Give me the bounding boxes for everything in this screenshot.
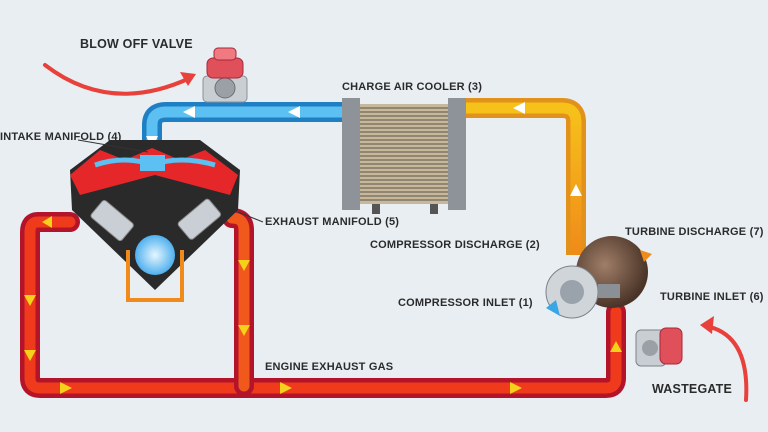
flow-arrow-icon (42, 216, 52, 228)
flow-arrow-icon (280, 382, 292, 394)
flow-arrow-icon (238, 325, 250, 336)
label-blow-off-valve: BLOW OFF VALVE (80, 37, 193, 51)
label-exhaust-manifold: EXHAUST MANIFOLD (5) (265, 216, 400, 228)
flow-arrow-icon (610, 341, 622, 352)
label-engine-exhaust-gas: ENGINE EXHAUST GAS (265, 361, 394, 373)
flow-arrow-icon (510, 382, 522, 394)
flow-arrow-icon (570, 184, 582, 196)
blow-off-pointer-arrow (43, 63, 192, 96)
flow-arrow-icon (24, 350, 36, 361)
flow-arrow-icon (60, 382, 72, 394)
pointer-arrows (43, 63, 749, 402)
exhaust-flow-arrows (24, 216, 622, 394)
charge-pipe (455, 98, 586, 255)
arrowhead-icon (180, 72, 196, 86)
leader-line (77, 139, 149, 153)
flow-arrow-icon (183, 106, 195, 118)
wastegate-pointer-arrow (704, 324, 749, 402)
engine-graphic (70, 140, 240, 302)
flow-arrow-icon (24, 295, 36, 306)
label-intake-manifold: INTAKE MANIFOLD (4) (0, 131, 122, 143)
intake-pipe (142, 102, 360, 168)
flow-arrow-icon (513, 102, 525, 114)
charge-air-cooler-graphic (342, 98, 466, 214)
label-charge-air-cooler: CHARGE AIR COOLER (3) (342, 81, 483, 93)
turbocharger-graphic (545, 236, 652, 319)
label-compressor-discharge: COMPRESSOR DISCHARGE (2) (370, 239, 540, 251)
arrowhead-icon (700, 316, 714, 334)
flow-arrow-icon (288, 106, 300, 118)
flow-arrow-icon (238, 260, 250, 271)
label-turbine-inlet: TURBINE INLET (6) (660, 291, 764, 303)
charge-flow-arrows (513, 102, 582, 196)
label-wastegate: WASTEGATE (652, 382, 733, 396)
label-compressor-inlet: COMPRESSOR INLET (1) (398, 297, 533, 309)
wastegate-graphic (635, 327, 683, 367)
leader-line (237, 211, 264, 223)
label-turbine-discharge: TURBINE DISCHARGE (7) (625, 226, 764, 238)
exhaust-pipe (20, 208, 626, 398)
blow-off-valve-graphic (202, 47, 248, 103)
